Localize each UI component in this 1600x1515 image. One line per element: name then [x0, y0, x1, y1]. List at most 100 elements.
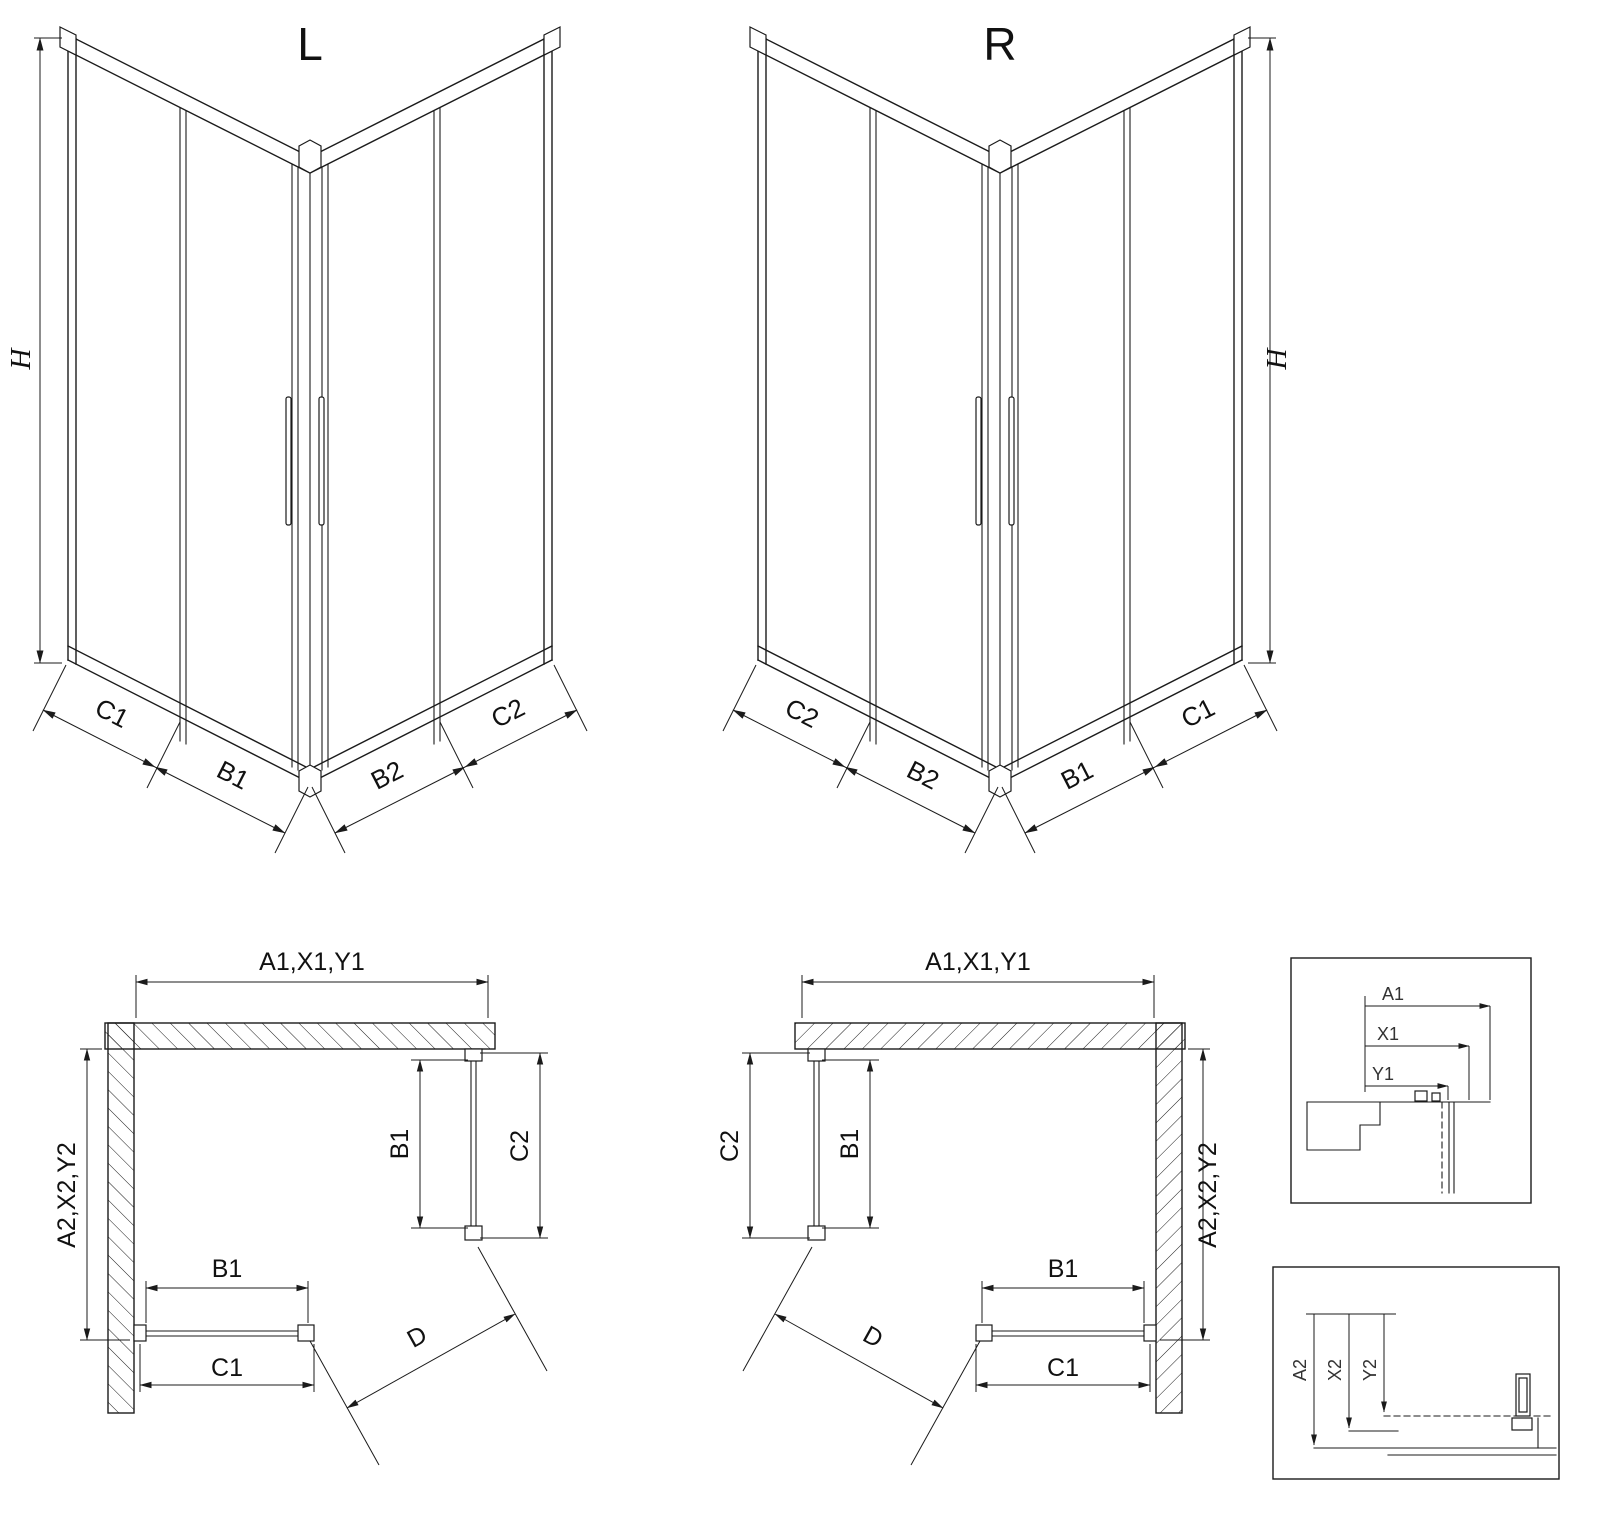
dim-label-front-fixed: C1	[211, 1354, 243, 1382]
dim-label-front-door: B1	[212, 1255, 243, 1283]
dimension-side-door	[411, 1059, 468, 1229]
wall-right	[1155, 1022, 1183, 1414]
dimension-height	[1248, 37, 1276, 664]
dimension-diagonal	[742, 1246, 981, 1466]
top-corner-connector	[298, 139, 322, 174]
detail-label-y1: Y1	[1372, 1064, 1394, 1084]
detail-label-x2: X2	[1325, 1359, 1345, 1381]
left-glass-panel	[67, 34, 311, 784]
bottom-guide-block	[1511, 1417, 1533, 1431]
dimension-height	[34, 37, 62, 664]
wall-left	[107, 1022, 135, 1414]
detail-label-a1: A1	[1382, 984, 1404, 1004]
dim-label-inner-left: B1	[212, 754, 254, 795]
detail-label-x1: X1	[1377, 1024, 1399, 1044]
dim-label-height: H	[1261, 346, 1293, 370]
corner-profile-block	[464, 1225, 483, 1241]
dim-label-side-total: C2	[506, 1130, 534, 1162]
reference-dimensions	[1306, 1313, 1396, 1446]
handle-right	[1008, 396, 1015, 526]
door-handles	[285, 396, 325, 526]
dimension-diagonal	[309, 1246, 548, 1466]
detail-frame	[1290, 957, 1532, 1204]
dimension-bottom-right	[311, 664, 588, 854]
detail-label-y2: Y2	[1360, 1359, 1380, 1381]
dim-label-inner-left: B2	[902, 754, 944, 795]
detail-view-top: A1 X1 Y1	[1290, 957, 1532, 1204]
right-glass-panel	[309, 34, 553, 784]
dimension-bottom-left	[32, 664, 309, 854]
dim-label-inner-right: B1	[1056, 754, 1098, 795]
left-glass-panel	[757, 34, 1001, 784]
dimension-front-door	[145, 1281, 309, 1323]
roller-block-small	[1431, 1092, 1441, 1102]
dim-label-depth: A2,X2,Y2	[1194, 1142, 1222, 1248]
right-glass-panel	[999, 34, 1243, 784]
wall-profile-block	[133, 1324, 147, 1342]
bottom-corner-connector	[988, 764, 1012, 798]
dim-label-diagonal: D	[858, 1320, 887, 1353]
variant-title-right: R	[983, 18, 1016, 70]
door-handles	[975, 396, 1015, 526]
dim-label-inner-right: B2	[366, 754, 408, 795]
dimension-front-door	[981, 1281, 1145, 1323]
glass-section-inner	[1518, 1377, 1528, 1413]
corner-profile-block	[297, 1324, 315, 1342]
wall-profile-block	[464, 1048, 483, 1062]
top-corner-connector	[988, 139, 1012, 174]
dimension-side-door	[822, 1059, 879, 1229]
dim-label-front-door: B1	[1048, 1255, 1079, 1283]
dim-label-outer-left: C1	[90, 692, 133, 734]
dim-label-width: A1,X1,Y1	[925, 948, 1031, 976]
dimension-bottom-left	[722, 664, 999, 854]
bottom-corner-connector	[298, 764, 322, 798]
dimension-side-total	[742, 1052, 810, 1239]
dim-label-side-door: B1	[386, 1129, 414, 1160]
front-glass-panel	[133, 1324, 315, 1342]
wall-profile-block	[807, 1048, 826, 1062]
wall-profile-block	[1143, 1324, 1157, 1342]
dimension-width-top	[135, 975, 489, 1018]
dimension-side-total	[480, 1052, 548, 1239]
corner-posts	[59, 26, 561, 798]
dim-label-side-total: C2	[716, 1130, 744, 1162]
side-glass-panel	[807, 1048, 826, 1241]
dimension-front-fixed	[139, 1344, 315, 1392]
detail-label-a2: A2	[1290, 1359, 1310, 1381]
dimension-bottom-right	[1001, 664, 1278, 854]
dimension-front-fixed	[975, 1344, 1151, 1392]
side-glass-panel	[464, 1048, 483, 1241]
rail-end-cap-right	[543, 26, 561, 56]
corner-profile-block	[975, 1324, 993, 1342]
rail-end-cap-right	[1233, 26, 1251, 56]
dimension-width-top	[801, 975, 1155, 1018]
profile-section	[1313, 1373, 1557, 1456]
wall-top	[104, 1022, 496, 1050]
dim-label-outer-right: C2	[486, 692, 529, 734]
front-glass-panel	[975, 1324, 1157, 1342]
dim-label-diagonal: D	[402, 1320, 431, 1353]
wall-top	[794, 1022, 1186, 1050]
profile-section	[1306, 1090, 1491, 1194]
variant-title-left: L	[297, 18, 323, 70]
rail-end-cap-left	[59, 26, 77, 56]
detail-frame	[1272, 1266, 1560, 1480]
corner-posts	[749, 26, 1251, 798]
handle-right	[318, 396, 325, 526]
dim-label-height: H	[10, 346, 37, 370]
plan-view-left: A1,X1,Y1 A2,X2,Y2 B1 C2 B1 C1 D	[53, 948, 548, 1466]
handle-left	[975, 396, 982, 526]
handle-left	[285, 396, 292, 526]
reference-dimensions	[1364, 996, 1491, 1100]
dim-label-outer-right: C1	[1176, 692, 1219, 734]
dimension-depth-right	[1160, 1048, 1210, 1341]
plan-view-right: A1,X1,Y1 A2,X2,Y2 B1 C2 B1 C1 D	[716, 948, 1222, 1466]
iso-view-left: L H C1 B1 B2 C2	[10, 18, 588, 854]
dim-label-depth: A2,X2,Y2	[53, 1142, 81, 1248]
rail-end-cap-left	[749, 26, 767, 56]
dimension-depth-left	[80, 1048, 130, 1341]
dim-label-width: A1,X1,Y1	[259, 948, 365, 976]
roller-block	[1414, 1090, 1428, 1102]
dim-label-outer-left: C2	[780, 692, 823, 734]
iso-view-right: R H C2 B2 B1 C1	[722, 18, 1293, 854]
